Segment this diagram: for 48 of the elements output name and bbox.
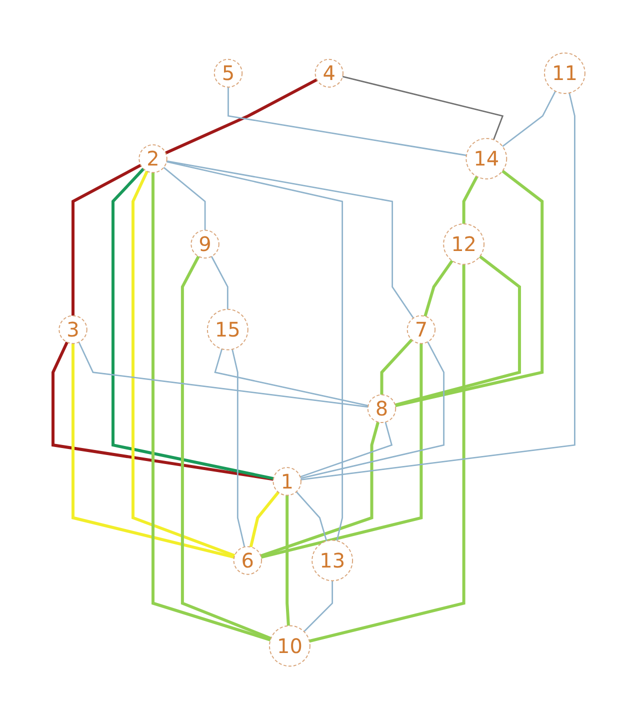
connector [462, 176, 478, 224]
connector [296, 492, 328, 542]
connector [249, 492, 280, 548]
connector [260, 422, 380, 558]
connector [300, 342, 445, 480]
connector [112, 168, 274, 480]
node-circle: 4 [314, 59, 344, 88]
connector [424, 260, 454, 318]
connector [72, 344, 235, 560]
connector [52, 342, 274, 482]
node-circle: 2 [138, 144, 168, 174]
connector [502, 91, 556, 148]
connector [72, 164, 142, 316]
node-circle: 6 [233, 546, 262, 576]
connector [163, 167, 206, 231]
node-circle: 7 [406, 316, 436, 344]
connector [166, 160, 414, 319]
connector [132, 171, 236, 558]
connector [166, 161, 344, 542]
node-circle: 1 [272, 467, 302, 496]
connector [165, 78, 318, 155]
connector [304, 581, 334, 633]
node-circle: 9 [190, 230, 220, 259]
connector [152, 172, 271, 642]
node-circle: 8 [367, 394, 396, 424]
connector [309, 264, 466, 643]
node-circle: 5 [214, 59, 243, 88]
connector [180, 256, 272, 640]
connector [78, 342, 368, 408]
connector [210, 256, 228, 310]
connector [300, 422, 393, 478]
node-circle: 11 [544, 52, 586, 94]
connector [394, 170, 544, 408]
connector [286, 496, 290, 626]
connector [394, 256, 521, 407]
node-circle: 13 [312, 540, 354, 582]
connector [214, 349, 368, 407]
connector [228, 88, 467, 156]
connector [300, 93, 576, 481]
connector [342, 76, 504, 140]
connector [380, 339, 413, 396]
node-circle: 15 [206, 309, 248, 351]
node-circle: 3 [58, 316, 88, 344]
node-circle: 12 [443, 224, 485, 266]
node-circle: 14 [466, 138, 508, 180]
connector [260, 344, 423, 560]
node-circle: 10 [269, 626, 310, 668]
connector [232, 350, 246, 548]
